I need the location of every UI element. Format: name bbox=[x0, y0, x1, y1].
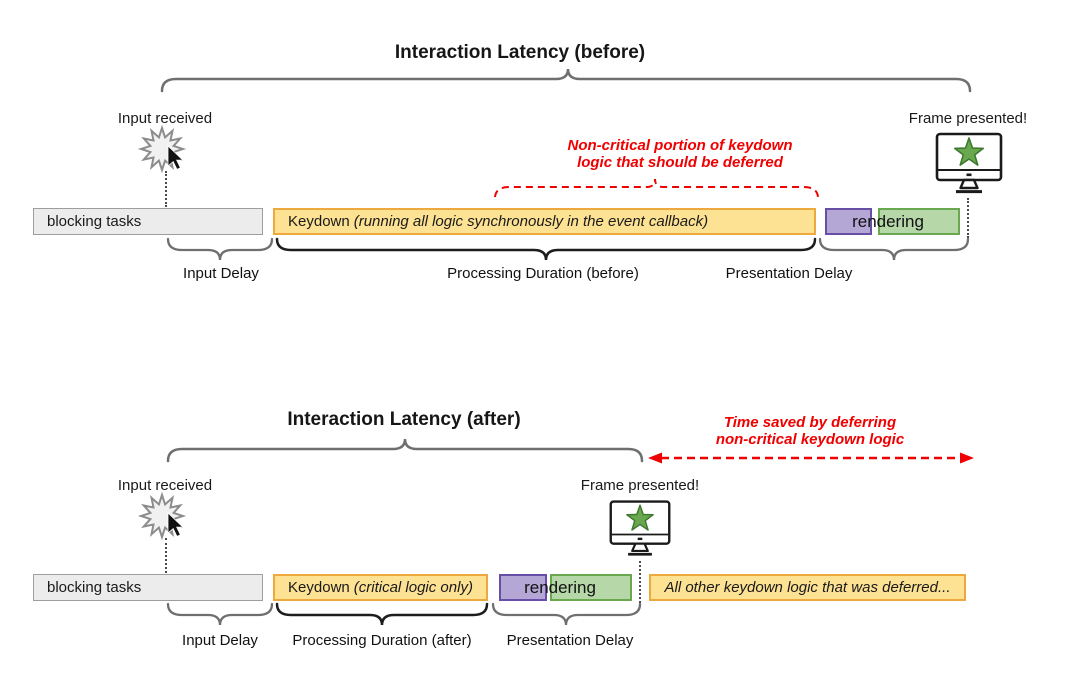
after-style-layout-bar bbox=[499, 574, 547, 601]
before-blocking-tasks-text: blocking tasks bbox=[47, 213, 142, 230]
after-keydown-title: Keydown bbox=[288, 579, 350, 596]
after-deferred-logic-bar: All other keydown logic that was deferre… bbox=[649, 574, 966, 601]
after-rendering-label: rendering bbox=[524, 578, 596, 597]
before-keydown-detail: (running all logic synchronously in the … bbox=[353, 213, 709, 230]
after-latency-brace-icon bbox=[166, 438, 644, 463]
after-processing-duration-label: Processing Duration (after) bbox=[292, 632, 472, 649]
after-keydown-bar: Keydown (critical logic only) bbox=[273, 574, 488, 601]
before-input-delay-label: Input Delay bbox=[183, 265, 259, 282]
after-presentation-delay-label: Presentation Delay bbox=[506, 632, 634, 649]
before-rendering-label: rendering bbox=[852, 212, 924, 231]
before-deferred-annotation-line1: Non-critical portion of keydown bbox=[567, 137, 793, 154]
before-frame-presented-label: Frame presented! bbox=[908, 110, 1028, 127]
after-time-saved-annotation-line1: Time saved by deferring bbox=[723, 414, 897, 431]
before-input-received-label: Input received bbox=[117, 110, 213, 127]
after-presentation-brace-icon bbox=[491, 602, 642, 626]
before-presentation-brace-icon bbox=[818, 237, 970, 261]
after-keydown-detail: (critical logic only) bbox=[353, 579, 473, 596]
monitor-star-icon bbox=[609, 500, 671, 556]
before-title: Interaction Latency (before) bbox=[394, 42, 646, 63]
after-deferred-logic-text: All other keydown logic that was deferre… bbox=[664, 579, 951, 596]
before-keydown-bar: Keydown (running all logic synchronously… bbox=[273, 208, 816, 235]
time-saved-dashed-arrow-icon bbox=[648, 452, 974, 464]
after-time-saved-annotation-line2: non-critical keydown logic bbox=[715, 431, 905, 448]
before-input-delay-brace-icon bbox=[166, 237, 274, 261]
before-blocking-tasks-bar: blocking tasks bbox=[33, 208, 263, 235]
before-processing-duration-label: Processing Duration (before) bbox=[447, 265, 639, 282]
after-input-delay-label: Input Delay bbox=[182, 632, 258, 649]
after-paint-bar bbox=[550, 574, 632, 601]
after-title: Interaction Latency (after) bbox=[287, 409, 521, 430]
star-icon bbox=[626, 504, 654, 531]
before-deferred-annotation-line2: logic that should be deferred bbox=[577, 154, 783, 171]
after-blocking-tasks-bar: blocking tasks bbox=[33, 574, 263, 601]
after-processing-brace-icon bbox=[275, 602, 489, 626]
before-style-layout-bar bbox=[825, 208, 872, 235]
after-frame-presented-label: Frame presented! bbox=[580, 477, 700, 494]
before-frame-connector-line bbox=[967, 198, 969, 238]
starburst-click-icon bbox=[137, 491, 187, 541]
starburst-click-icon bbox=[137, 124, 187, 174]
monitor-star-icon bbox=[935, 132, 1003, 194]
before-paint-bar bbox=[878, 208, 960, 235]
before-input-connector-line bbox=[165, 171, 167, 207]
after-input-delay-brace-icon bbox=[166, 602, 274, 626]
cursor-icon bbox=[167, 512, 185, 537]
after-blocking-tasks-text: blocking tasks bbox=[47, 579, 142, 596]
after-frame-connector-line bbox=[639, 561, 641, 607]
before-latency-brace-icon bbox=[160, 68, 972, 93]
before-keydown-title: Keydown bbox=[288, 213, 350, 230]
star-icon bbox=[953, 137, 985, 166]
before-deferred-dashed-brace-icon bbox=[494, 178, 819, 198]
before-presentation-delay-label: Presentation Delay bbox=[725, 265, 853, 282]
after-input-received-label: Input received bbox=[117, 477, 213, 494]
after-input-connector-line bbox=[165, 538, 167, 573]
cursor-icon bbox=[167, 145, 185, 170]
before-processing-brace-icon bbox=[275, 237, 817, 261]
